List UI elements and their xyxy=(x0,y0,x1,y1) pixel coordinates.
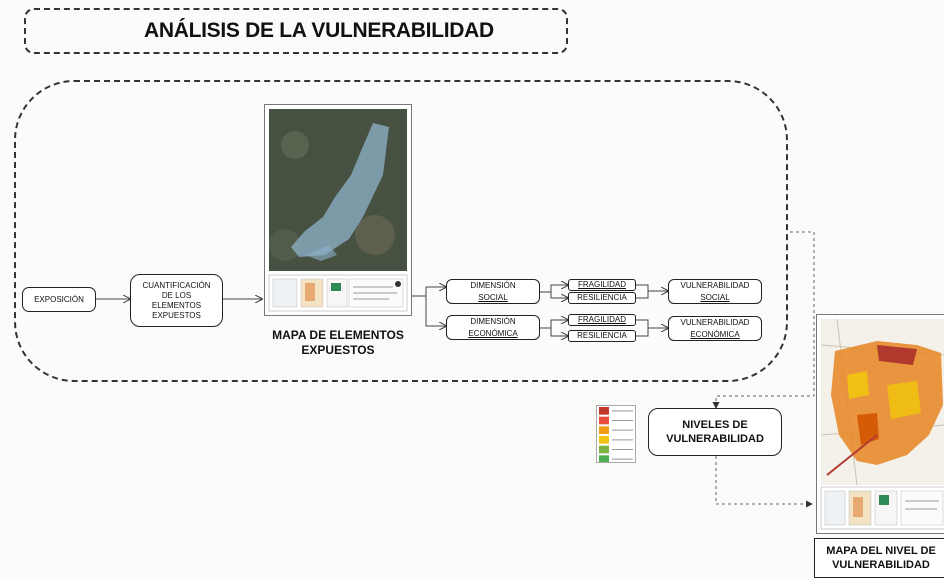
niveles-vulnerabilidad-label: NIVELES DE VULNERABILIDAD xyxy=(666,419,764,445)
cuantificacion-box: CUANTIFICACIÓN DE LOS ELEMENTOS EXPUESTO… xyxy=(130,274,223,327)
vulnerabilidad-social-top: VULNERABILIDAD xyxy=(680,281,750,291)
legend-swatch xyxy=(599,426,609,434)
exposicion-label: EXPOSICIÓN xyxy=(34,294,84,304)
dimension-economica-bottom: ECONÓMICA xyxy=(468,328,518,338)
map-nivel-vulnerabilidad xyxy=(816,314,944,534)
niveles-vulnerabilidad-box: NIVELES DE VULNERABILIDAD xyxy=(648,408,782,456)
vulnerabilidad-economica-bottom: ECONÓMICA xyxy=(690,329,740,339)
caption-mapa-elementos: MAPA DE ELEMENTOS EXPUESTOS xyxy=(272,328,404,357)
legend-swatch xyxy=(599,445,609,454)
dimension-social-box: DIMENSIÓN SOCIAL xyxy=(446,279,540,304)
legend-swatches xyxy=(599,407,633,462)
dimension-economica-top: DIMENSIÓN xyxy=(470,317,516,327)
exposicion-box: EXPOSICIÓN xyxy=(22,287,96,312)
vulnerabilidad-economica-box: VULNERABILIDAD ECONÓMICA xyxy=(668,316,762,341)
vulnerability-map-image xyxy=(820,318,944,530)
arrow-to-economica xyxy=(425,296,446,326)
resiliencia-social-box: RESILIENCIA xyxy=(568,292,636,304)
cuantificacion-label: CUANTIFICACIÓN DE LOS ELEMENTOS EXPUESTO… xyxy=(142,280,211,320)
dimension-social-top: DIMENSIÓN xyxy=(470,281,516,291)
vulnerabilidad-social-bottom: SOCIAL xyxy=(700,292,730,302)
map-elementos-expuestos xyxy=(264,104,412,316)
diagram-title: ANÁLISIS DE LA VULNERABILIDAD xyxy=(24,8,568,54)
resiliencia-economica-box: RESILIENCIA xyxy=(568,330,636,342)
fragilidad-economica-label: FRAGILIDAD xyxy=(577,315,626,324)
fragilidad-social-box: FRAGILIDAD xyxy=(568,279,636,291)
analysis-panel xyxy=(14,80,788,382)
vulnerabilidad-social-box: VULNERABILIDAD SOCIAL xyxy=(668,279,762,304)
fragilidad-social-label: FRAGILIDAD xyxy=(577,280,626,289)
vulnerabilidad-economica-top: VULNERABILIDAD xyxy=(680,318,750,328)
dimension-economica-box: DIMENSIÓN ECONÓMICA xyxy=(446,315,540,340)
dimension-social-bottom: SOCIAL xyxy=(478,292,508,302)
vulnerability-legend-image xyxy=(596,405,636,463)
arrow-to-social xyxy=(412,287,446,297)
caption-mapa-nivel: MAPA DEL NIVEL DE VULNERABILIDAD xyxy=(826,545,936,571)
fragilidad-economica-box: FRAGILIDAD xyxy=(568,314,636,326)
title-text: ANÁLISIS DE LA VULNERABILIDAD xyxy=(144,19,494,42)
caption-mapa-nivel-box: MAPA DEL NIVEL DE VULNERABILIDAD xyxy=(814,538,944,578)
resiliencia-social-label: RESILIENCIA xyxy=(577,293,627,302)
resiliencia-economica-label: RESILIENCIA xyxy=(577,331,627,340)
satellite-map-image xyxy=(268,109,408,312)
legend-swatch xyxy=(599,416,609,425)
legend-swatch xyxy=(599,436,609,444)
legend-swatch xyxy=(599,407,609,415)
legend-swatch xyxy=(599,455,609,462)
